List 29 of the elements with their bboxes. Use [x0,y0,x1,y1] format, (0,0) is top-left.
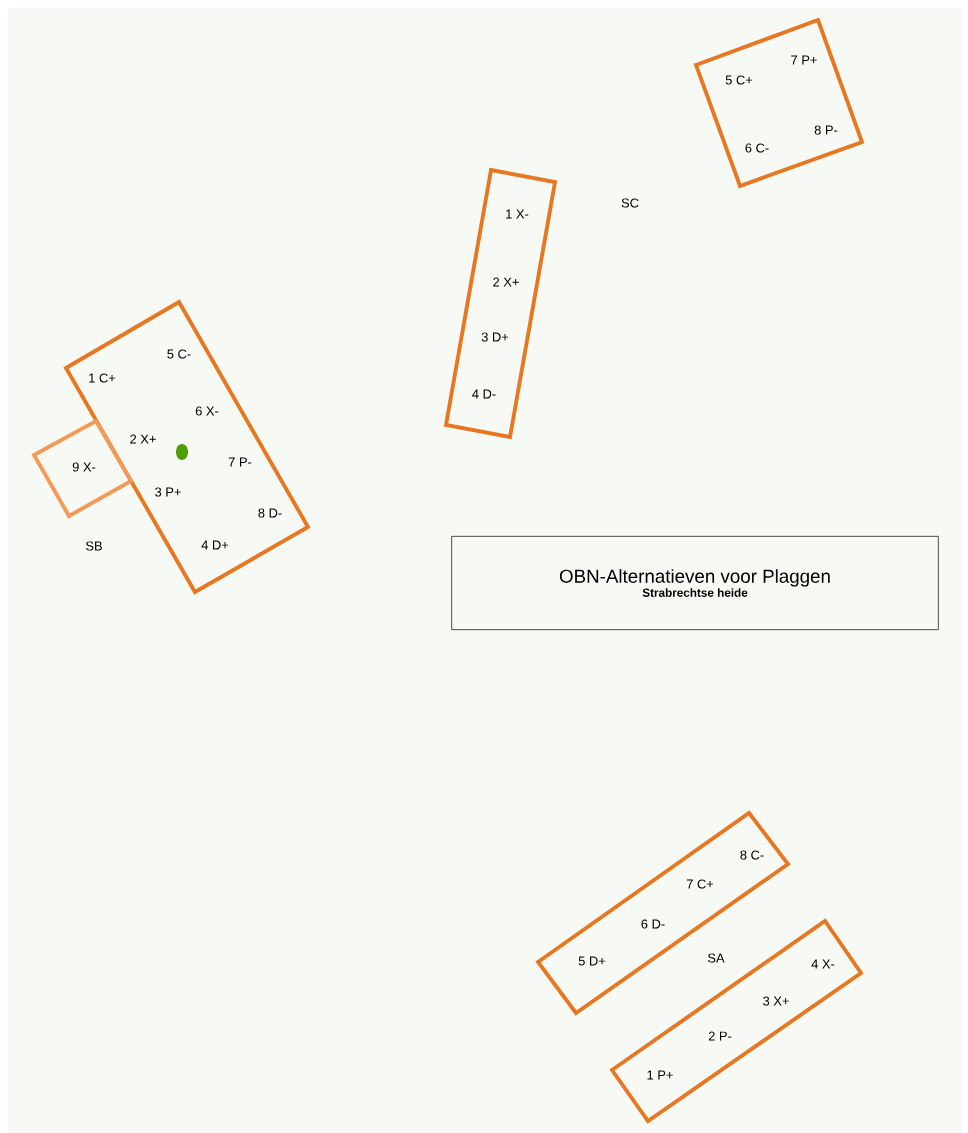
plot-label: 4 D- [472,389,496,399]
plot-label: 8 C- [740,850,764,860]
plot-label: 3 D+ [481,332,509,342]
plot-label: 6 D- [641,919,665,929]
plot-label: 1 X- [506,209,529,219]
plot-label: 5 C+ [725,75,753,85]
site-label: SA [708,953,725,963]
plot-label: 9 X- [72,462,96,472]
plot-label: 3 X+ [763,996,789,1006]
plot-label: 3 P+ [155,487,181,497]
plot-label: 6 C- [745,143,769,153]
plot-label: 7 P+ [791,55,817,65]
plot-label: 5 C- [167,349,191,359]
site-label: SB [86,541,102,551]
plot-label: 7 C+ [686,879,714,889]
plot-label: 7 P- [228,457,252,467]
plot-label: 4 D+ [201,540,229,550]
plot-label: 4 X- [811,959,835,969]
plot-label: 6 X- [195,406,219,416]
plot-label: 2 X+ [130,434,156,444]
plot-label: 2 P- [708,1031,732,1041]
plot-label: 8 D- [258,508,282,518]
plot-label: 5 D+ [578,956,606,966]
plot-label: 1 C+ [89,373,116,383]
plot-label: 2 X+ [493,277,519,287]
site-label: SC [621,198,639,208]
plot-label: 8 P- [814,125,838,135]
plot-label: 1 P+ [647,1070,673,1080]
title-box: OBN-Alternatieven voor Plaggen Strabrechtse heide [451,535,939,631]
